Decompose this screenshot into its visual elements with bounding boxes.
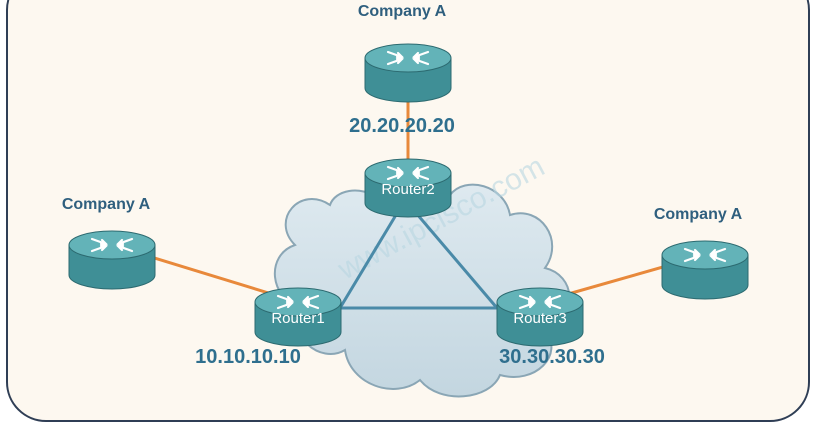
caption-company-top: Company A	[358, 3, 447, 20]
caption-company-left: Company A	[62, 196, 151, 213]
router-icon	[518, 294, 562, 310]
router-icon	[386, 165, 430, 181]
router-icon	[683, 247, 727, 263]
router-router1[interactable]: Router1	[254, 287, 342, 347]
router-company-left[interactable]	[68, 230, 156, 290]
router-company-right[interactable]	[661, 240, 749, 300]
caption-router2-ip: 20.20.20.20	[349, 115, 455, 137]
router-company-top[interactable]	[364, 43, 452, 103]
router-label-router1: Router1	[271, 310, 324, 327]
caption-company-right: Company A	[654, 206, 743, 223]
router-router3[interactable]: Router3	[496, 287, 584, 347]
router-icon	[386, 50, 430, 66]
caption-router1-ip: 10.10.10.10	[195, 346, 301, 368]
link-router1-router2	[338, 199, 407, 309]
router-label-router2: Router2	[381, 181, 434, 198]
caption-router3-ip: 30.30.30.30	[499, 346, 605, 368]
router-icon	[90, 237, 134, 253]
router-icon	[276, 294, 320, 310]
router-label-router3: Router3	[513, 310, 566, 327]
router-router2[interactable]: Router2	[364, 158, 452, 218]
link-router2-router3	[403, 199, 499, 309]
